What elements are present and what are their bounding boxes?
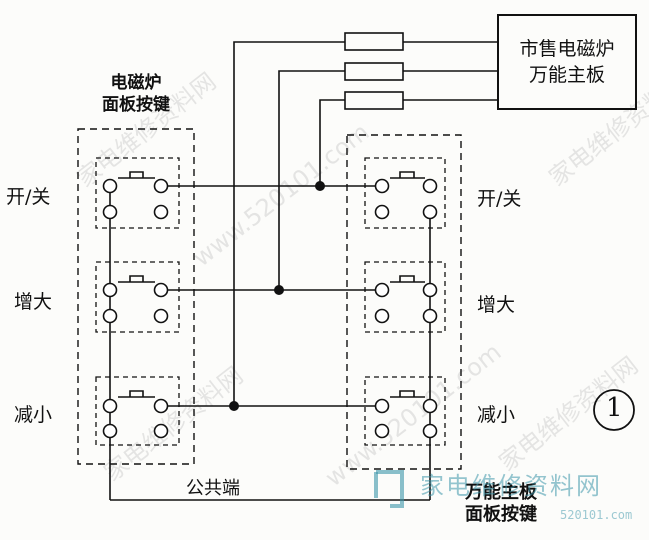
junction-dot xyxy=(274,285,284,295)
wire-decrease xyxy=(233,41,345,406)
right-switch-box xyxy=(364,157,446,229)
right-label-increase: 增大 xyxy=(477,294,516,316)
right-label-decrease: 减小 xyxy=(477,404,516,426)
left-label-decrease: 减小 xyxy=(14,404,53,426)
logo-icon xyxy=(374,470,404,508)
terminal xyxy=(102,204,118,220)
terminal xyxy=(374,423,390,439)
terminal xyxy=(153,423,169,439)
terminal xyxy=(374,398,390,414)
terminal xyxy=(102,423,118,439)
terminal xyxy=(102,282,118,298)
terminal xyxy=(102,398,118,414)
wire-increase xyxy=(278,70,345,290)
terminal xyxy=(153,178,169,194)
terminal xyxy=(422,282,438,298)
terminal xyxy=(153,204,169,220)
left-label-increase: 增大 xyxy=(14,291,53,313)
left-label-power: 开/关 xyxy=(6,186,51,208)
terminal xyxy=(374,178,390,194)
terminal xyxy=(153,308,169,324)
figure-number: 1 xyxy=(606,393,623,423)
terminal xyxy=(422,308,438,324)
terminal xyxy=(422,423,438,439)
mainboard-box xyxy=(497,14,637,110)
left-panel-title-line: 电磁炉 xyxy=(110,73,162,93)
junction-dot xyxy=(315,181,325,191)
terminal xyxy=(422,178,438,194)
terminal xyxy=(102,308,118,324)
logo-text: 家电维修资料网 xyxy=(420,472,602,500)
left-panel-boundary xyxy=(77,128,195,465)
terminal xyxy=(374,204,390,220)
right-panel-title: 万能主板 面板按键 xyxy=(448,482,554,526)
terminal xyxy=(102,178,118,194)
left-panel-title-line: 面板按键 xyxy=(102,95,170,115)
right-panel-title-line: 面板按键 xyxy=(465,504,537,525)
wire-power xyxy=(319,99,345,186)
mainboard-title-line: 市售电磁炉 xyxy=(519,38,615,60)
right-label-power: 开/关 xyxy=(477,188,522,210)
left-panel-title: 电磁炉 面板按键 xyxy=(86,72,186,116)
left-switch-box xyxy=(95,376,180,446)
terminal xyxy=(374,308,390,324)
mainboard-title-line: 万能主板 xyxy=(528,64,605,86)
right-panel-boundary xyxy=(346,134,462,470)
resistor xyxy=(344,62,404,81)
terminal xyxy=(374,282,390,298)
junction-dot xyxy=(229,401,239,411)
terminal xyxy=(422,398,438,414)
mainboard-title: 市售电磁炉 万能主板 xyxy=(498,36,636,88)
right-panel-title-line: 万能主板 xyxy=(465,482,537,503)
right-switch-box xyxy=(364,376,446,446)
figure-number-circle xyxy=(593,389,635,431)
resistor xyxy=(344,91,404,110)
resistor xyxy=(344,32,404,51)
right-switch-box xyxy=(364,261,446,333)
left-switch-box xyxy=(95,157,180,229)
logo-subtext: 520101.com xyxy=(560,508,633,522)
terminal xyxy=(153,282,169,298)
left-switch-box xyxy=(95,261,180,333)
terminal xyxy=(153,398,169,414)
common-terminal-label: 公共端 xyxy=(186,478,240,499)
terminal xyxy=(422,204,438,220)
